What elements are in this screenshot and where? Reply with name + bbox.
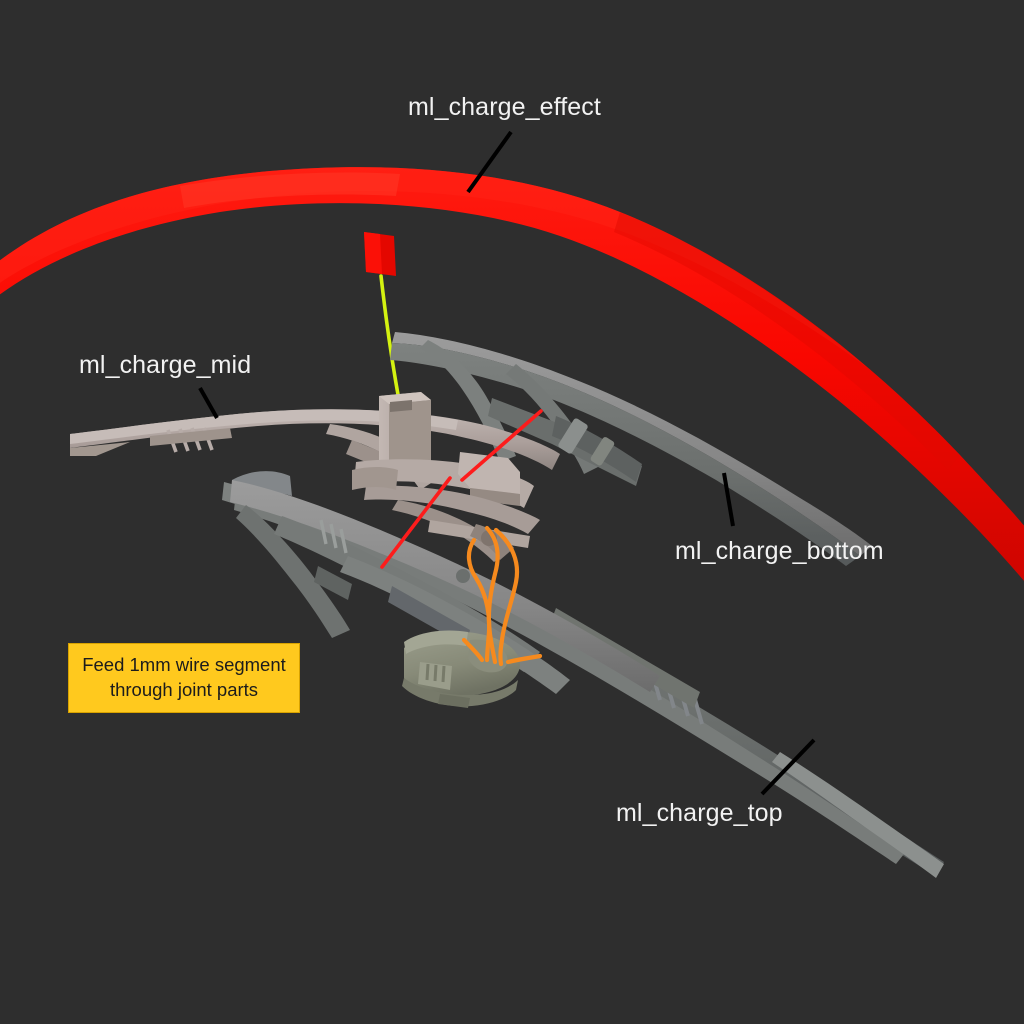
gripper-underside [402, 678, 518, 707]
leader-ml-charge-mid [198, 387, 219, 419]
connector-box-top [379, 392, 431, 404]
midleft-upper-spar [230, 480, 660, 692]
midleft-plate [314, 566, 352, 600]
orange-wire-2 [493, 527, 520, 667]
mid-wing-rail [150, 428, 232, 446]
leader-ml-charge-top [760, 738, 816, 796]
orange-wire-stub-right [505, 653, 543, 665]
part-ml-charge-bottom [390, 332, 872, 566]
connector-box-socket [390, 400, 412, 412]
effect-tube-tab-face [364, 232, 382, 274]
orange-wire-3 [466, 537, 492, 663]
instruction-note: Feed 1mm wire segment through joint part… [68, 643, 300, 713]
callout-label-ml-charge-mid: ml_charge_mid [79, 351, 252, 379]
instruction-note-line-1: Feed 1mm wire segment [82, 654, 286, 676]
callout-leader-lines [198, 130, 816, 796]
effect-tube-shadow [614, 212, 960, 470]
midleft-vent-lines [319, 519, 348, 554]
mid-wing-tip [70, 442, 130, 456]
effect-tube-crease [180, 172, 400, 208]
bottom-arm-joint-block [558, 418, 588, 454]
guide-line-lower [380, 476, 452, 569]
orange-wire-bundle [461, 525, 543, 667]
bottom-arm-joint-pin [590, 437, 615, 466]
mid-wing-topedge [70, 409, 458, 444]
leader-ml-charge-effect [466, 130, 513, 194]
hub-left-collar [352, 467, 398, 490]
orange-wire-stub-left [461, 637, 485, 663]
orange-wire-1 [484, 525, 500, 665]
gripper-slots [425, 663, 446, 683]
top-arm-tip [772, 752, 944, 878]
hub-lower-plate [364, 485, 540, 534]
midleft-strut [236, 505, 350, 638]
callout-label-ml-charge-top: ml_charge_top [616, 799, 783, 827]
part-ml-charge-effect [0, 167, 1024, 581]
callout-label-ml-charge-effect: ml_charge_effect [408, 93, 601, 121]
bottom-arm-lower-spar [390, 343, 860, 566]
midleft-bolt [456, 569, 470, 583]
red-guide-lines [380, 409, 543, 569]
guide-line-upper [460, 409, 543, 482]
leader-ml-charge-bottom [722, 472, 735, 527]
hub-block [458, 452, 520, 494]
gripper-shadow [438, 694, 470, 708]
green-wire-1mm [379, 274, 401, 402]
part-ml-charge-mid [70, 409, 560, 490]
gripper-top-face [404, 630, 468, 654]
instruction-note-line-2: through joint parts [109, 678, 259, 700]
callout-label-ml-charge-bottom: ml_charge_bottom [675, 537, 884, 565]
connector-box-side [389, 400, 431, 476]
